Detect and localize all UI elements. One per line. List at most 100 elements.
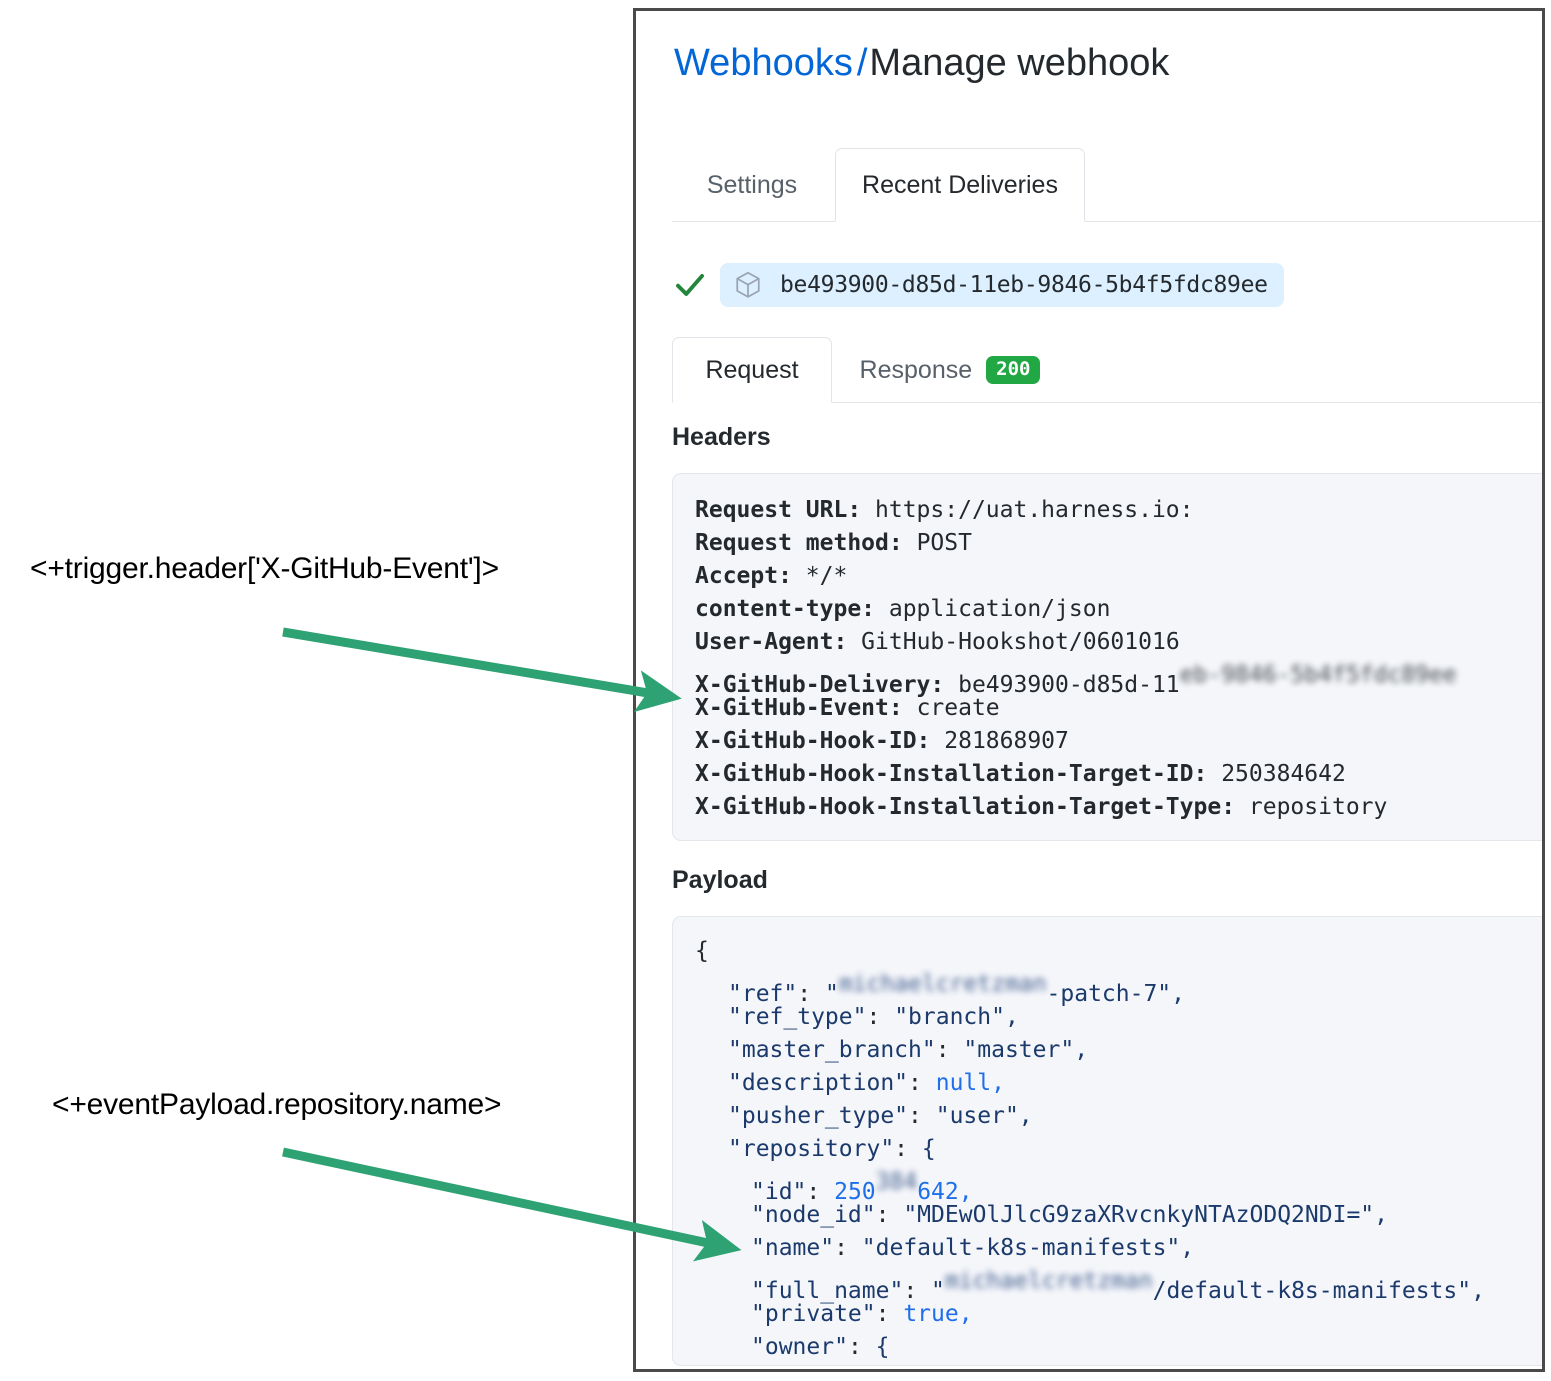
header-key: Accept: bbox=[695, 563, 792, 589]
tab-request[interactable]: Request bbox=[672, 337, 832, 403]
payload-key: "repository" bbox=[728, 1136, 895, 1162]
breadcrumb-link-webhooks[interactable]: Webhooks bbox=[674, 42, 853, 84]
header-key: Request URL: bbox=[695, 497, 862, 523]
tab-request-label: Request bbox=[705, 355, 799, 384]
payload-key: "ref" bbox=[728, 981, 798, 1007]
payload-section-title: Payload bbox=[672, 866, 768, 894]
payload-line: "id": 250384642, bbox=[695, 1166, 1542, 1205]
tab-underline bbox=[672, 221, 1542, 222]
payload-value: { bbox=[875, 1334, 890, 1360]
payload-line: { bbox=[695, 935, 1542, 968]
payload-key: "id" bbox=[751, 1179, 807, 1205]
payload-colon: : bbox=[894, 1136, 922, 1162]
header-key: X-GitHub-Hook-Installation-Target-Type: bbox=[695, 794, 1236, 820]
annotation-arrow-1 bbox=[282, 627, 682, 713]
payload-colon: : bbox=[903, 1278, 932, 1304]
header-key: X-GitHub-Delivery: bbox=[695, 672, 945, 698]
header-line: X-GitHub-Delivery: be493900-d85d-11eb-98… bbox=[695, 659, 1542, 698]
payload-value: true, bbox=[903, 1301, 973, 1327]
header-value: repository bbox=[1235, 794, 1388, 820]
payload-colon: : bbox=[806, 1179, 835, 1205]
payload-code-block: {"ref": "michaelcretzman-patch-7","ref_t… bbox=[672, 916, 1542, 1366]
header-value: 250384642 bbox=[1207, 761, 1346, 787]
page-title: Manage webhook bbox=[869, 42, 1170, 84]
tab-response-label: Response bbox=[859, 355, 973, 384]
header-line: User-Agent: GitHub-Hookshot/0601016 bbox=[695, 626, 1542, 659]
payload-line: "pusher_type": "user", bbox=[695, 1100, 1542, 1133]
tab-response[interactable]: Response 200 bbox=[835, 337, 1067, 403]
header-line: Request method: POST bbox=[695, 527, 1542, 560]
payload-value: /default-k8s-manifests", bbox=[1152, 1278, 1485, 1304]
header-key: X-GitHub-Hook-Installation-Target-ID: bbox=[695, 761, 1208, 787]
header-key: User-Agent: bbox=[695, 629, 848, 655]
payload-line: "node_id": "MDEwOlJlcG9zaXRvcnkyNTAzODQ2… bbox=[695, 1199, 1542, 1232]
payload-key: "full_name" bbox=[751, 1278, 904, 1304]
payload-colon: : bbox=[866, 1004, 895, 1030]
payload-value: 642, bbox=[917, 1179, 973, 1205]
delivery-id-badge[interactable]: be493900-d85d-11eb-9846-5b4f5fdc89ee bbox=[720, 263, 1284, 307]
header-value: create bbox=[902, 695, 1000, 721]
payload-line: "ref_type": "branch", bbox=[695, 1001, 1542, 1034]
header-value: https://uat.harness.io: bbox=[861, 497, 1194, 523]
payload-colon: : bbox=[908, 1070, 936, 1096]
payload-line: "full_name": "michaelcretzman/default-k8… bbox=[695, 1265, 1542, 1304]
payload-colon: : bbox=[847, 1334, 876, 1360]
tab-settings-label: Settings bbox=[706, 170, 798, 199]
payload-key: "pusher_type" bbox=[728, 1103, 909, 1129]
redacted-text: michaelcretzman bbox=[838, 971, 1047, 997]
payload-value: "branch", bbox=[894, 1004, 1019, 1030]
payload-value: null, bbox=[935, 1070, 1005, 1096]
header-line: X-GitHub-Hook-ID: 281868907 bbox=[695, 725, 1542, 758]
header-line: Request URL: https://uat.harness.io: bbox=[695, 494, 1542, 527]
redacted-text: 384 bbox=[875, 1169, 918, 1195]
payload-colon: : bbox=[875, 1202, 904, 1228]
header-line: content-type: application/json bbox=[695, 593, 1542, 626]
payload-line: "master_branch": "master", bbox=[695, 1034, 1542, 1067]
header-value: application/json bbox=[875, 596, 1111, 622]
payload-value: "default-k8s-manifests", bbox=[861, 1235, 1195, 1261]
payload-key: "master_branch" bbox=[728, 1037, 936, 1063]
redacted-text: michaelcretzman bbox=[944, 1268, 1153, 1294]
payload-line: "description": null, bbox=[695, 1067, 1542, 1100]
payload-line: "owner": { bbox=[695, 1331, 1542, 1364]
manage-webhook-panel: Webhooks/Manage webhook Settings Recent … bbox=[633, 8, 1545, 1372]
header-line: X-GitHub-Event: create bbox=[695, 692, 1542, 725]
payload-line: "private": true, bbox=[695, 1298, 1542, 1331]
header-value: 281868907 bbox=[930, 728, 1069, 754]
payload-colon: : bbox=[797, 981, 825, 1007]
rr-tab-underline bbox=[672, 402, 1542, 403]
cube-icon bbox=[736, 271, 760, 298]
tab-settings[interactable]: Settings bbox=[672, 148, 832, 222]
header-key: X-GitHub-Event: bbox=[695, 695, 903, 721]
payload-colon: : bbox=[935, 1037, 964, 1063]
delivery-id-text: be493900-d85d-11eb-9846-5b4f5fdc89ee bbox=[780, 272, 1268, 298]
payload-colon: : bbox=[908, 1103, 936, 1129]
header-value: */* bbox=[791, 563, 848, 589]
payload-token: { bbox=[695, 938, 709, 964]
payload-key: "private" bbox=[751, 1301, 876, 1327]
payload-key: "node_id" bbox=[751, 1202, 876, 1228]
delivery-row[interactable]: be493900-d85d-11eb-9846-5b4f5fdc89ee bbox=[672, 263, 1284, 307]
payload-line: "ref": "michaelcretzman-patch-7", bbox=[695, 968, 1542, 1007]
payload-colon: : bbox=[875, 1301, 904, 1327]
headers-code-block: Request URL: https://uat.harness.io:Requ… bbox=[672, 473, 1542, 841]
tab-recent-deliveries[interactable]: Recent Deliveries bbox=[835, 148, 1085, 222]
check-icon bbox=[676, 274, 704, 296]
payload-value: 250 bbox=[834, 1179, 876, 1205]
payload-value: " bbox=[824, 981, 839, 1007]
payload-line: "repository": { bbox=[695, 1133, 1542, 1166]
payload-value: { bbox=[921, 1136, 936, 1162]
payload-key: "name" bbox=[751, 1235, 835, 1261]
breadcrumb: Webhooks/Manage webhook bbox=[674, 41, 1169, 87]
payload-key: "ref_type" bbox=[728, 1004, 867, 1030]
tab-recent-deliveries-label: Recent Deliveries bbox=[862, 170, 1058, 199]
headers-section-title: Headers bbox=[672, 423, 771, 451]
annotation-label-event-payload: <+eventPayload.repository.name> bbox=[52, 1088, 502, 1121]
payload-value: " bbox=[931, 1278, 945, 1304]
payload-key: "owner" bbox=[751, 1334, 848, 1360]
status-badge: 200 bbox=[986, 355, 1041, 385]
redacted-text: eb-9846-5b4f5fdc89ee bbox=[1179, 662, 1457, 688]
header-value: GitHub-Hookshot/0601016 bbox=[847, 629, 1180, 655]
payload-value: -patch-7", bbox=[1046, 981, 1186, 1007]
header-key: X-GitHub-Hook-ID: bbox=[695, 728, 931, 754]
